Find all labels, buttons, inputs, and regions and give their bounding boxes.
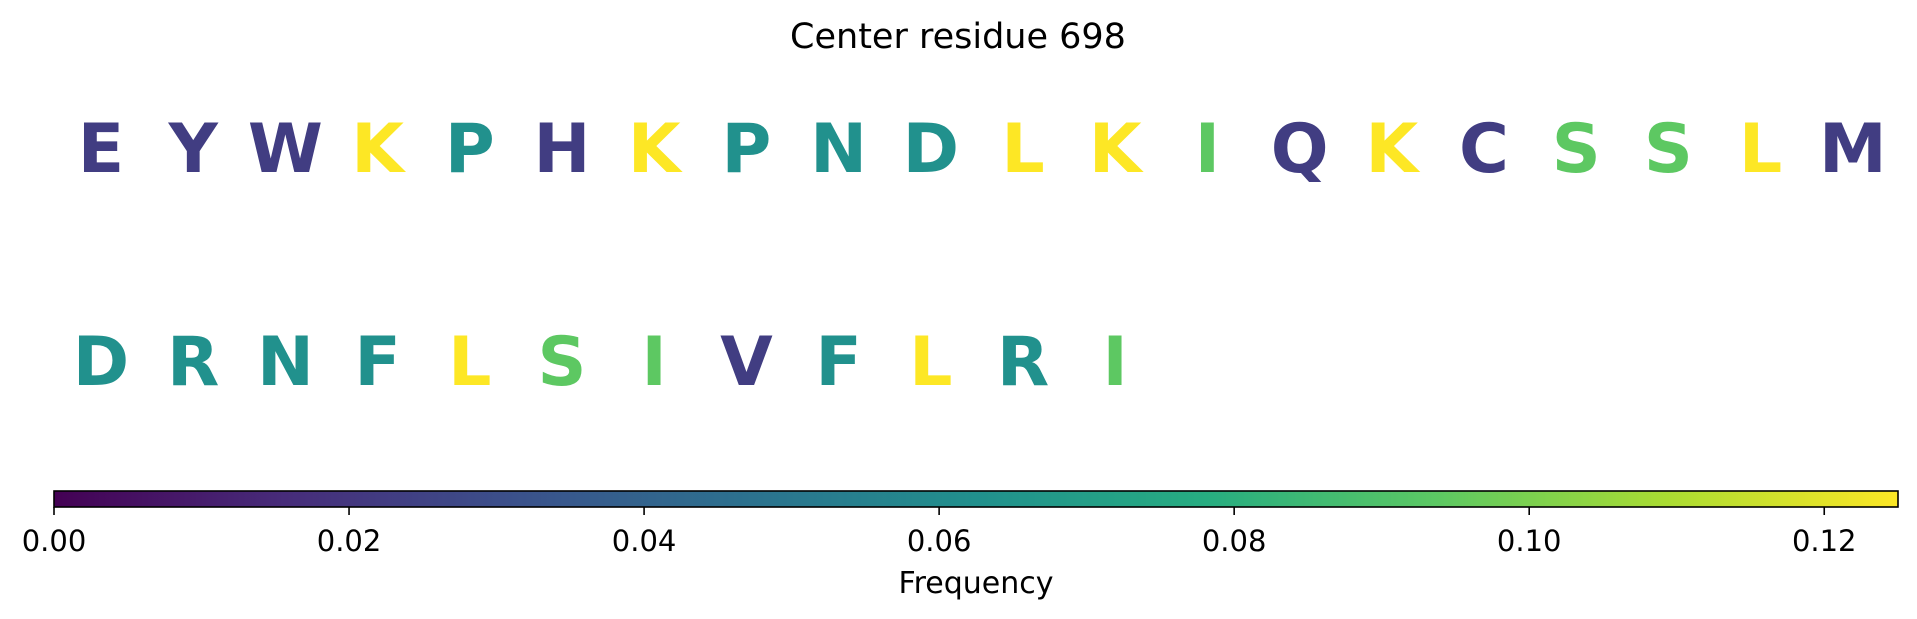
colorbar-tick-label: 0.08 xyxy=(1202,524,1267,558)
residue-letter: C xyxy=(1459,110,1509,189)
residue-letter: H xyxy=(534,110,591,189)
colorbar-tick-label: 0.00 xyxy=(22,524,87,558)
residue-letter: F xyxy=(354,323,400,402)
residue-letter: P xyxy=(721,110,771,189)
colorbar-tick-label: 0.06 xyxy=(907,524,972,558)
residue-letter: S xyxy=(538,323,587,402)
residue-letter: N xyxy=(810,110,867,189)
residue-letter: L xyxy=(909,323,952,402)
residue-letter: I xyxy=(1103,323,1128,402)
residue-letter: L xyxy=(1739,110,1782,189)
residue-letter: I xyxy=(1195,110,1220,189)
residue-letter: R xyxy=(167,323,219,402)
residue-letter: S xyxy=(1552,110,1601,189)
residue-letter: D xyxy=(73,323,129,402)
colorbar-frame xyxy=(53,490,1899,508)
residue-letter: K xyxy=(628,110,683,189)
colorbar-tick-label: 0.10 xyxy=(1497,524,1562,558)
residue-letter: L xyxy=(1001,110,1044,189)
residue-letter: S xyxy=(1644,110,1693,189)
residue-letter: W xyxy=(248,110,323,189)
residue-letter: P xyxy=(445,110,495,189)
colorbar-ticks: 0.00 0.02 0.04 0.06 0.08 0.10 0.12 xyxy=(22,507,1857,558)
residue-letter: R xyxy=(997,323,1049,402)
colorbar: 0.00 0.02 0.04 0.06 0.08 0.10 0.12 Frequency xyxy=(22,490,1899,601)
colorbar-tick-label: 0.12 xyxy=(1792,524,1857,558)
chart-title: Center residue 698 xyxy=(790,17,1126,57)
colorbar-gradient xyxy=(54,491,1898,507)
residue-letter: K xyxy=(1089,110,1144,189)
residue-letter: L xyxy=(448,323,491,402)
residue-letter: K xyxy=(351,110,406,189)
residue-letter: F xyxy=(815,323,861,402)
colorbar-tick-label: 0.04 xyxy=(612,524,677,558)
residue-letter: I xyxy=(642,323,667,402)
residue-letter: N xyxy=(257,323,314,402)
residue-letter: V xyxy=(720,323,773,402)
residue-letter: D xyxy=(903,110,959,189)
colorbar-label: Frequency xyxy=(899,566,1054,601)
residue-letter: E xyxy=(78,110,124,189)
residue-letter: K xyxy=(1365,110,1420,189)
colorbar-tick-label: 0.02 xyxy=(317,524,382,558)
residue-letter: Y xyxy=(168,110,219,189)
residue-letter: Q xyxy=(1271,110,1329,189)
residue-letter: M xyxy=(1819,110,1887,189)
